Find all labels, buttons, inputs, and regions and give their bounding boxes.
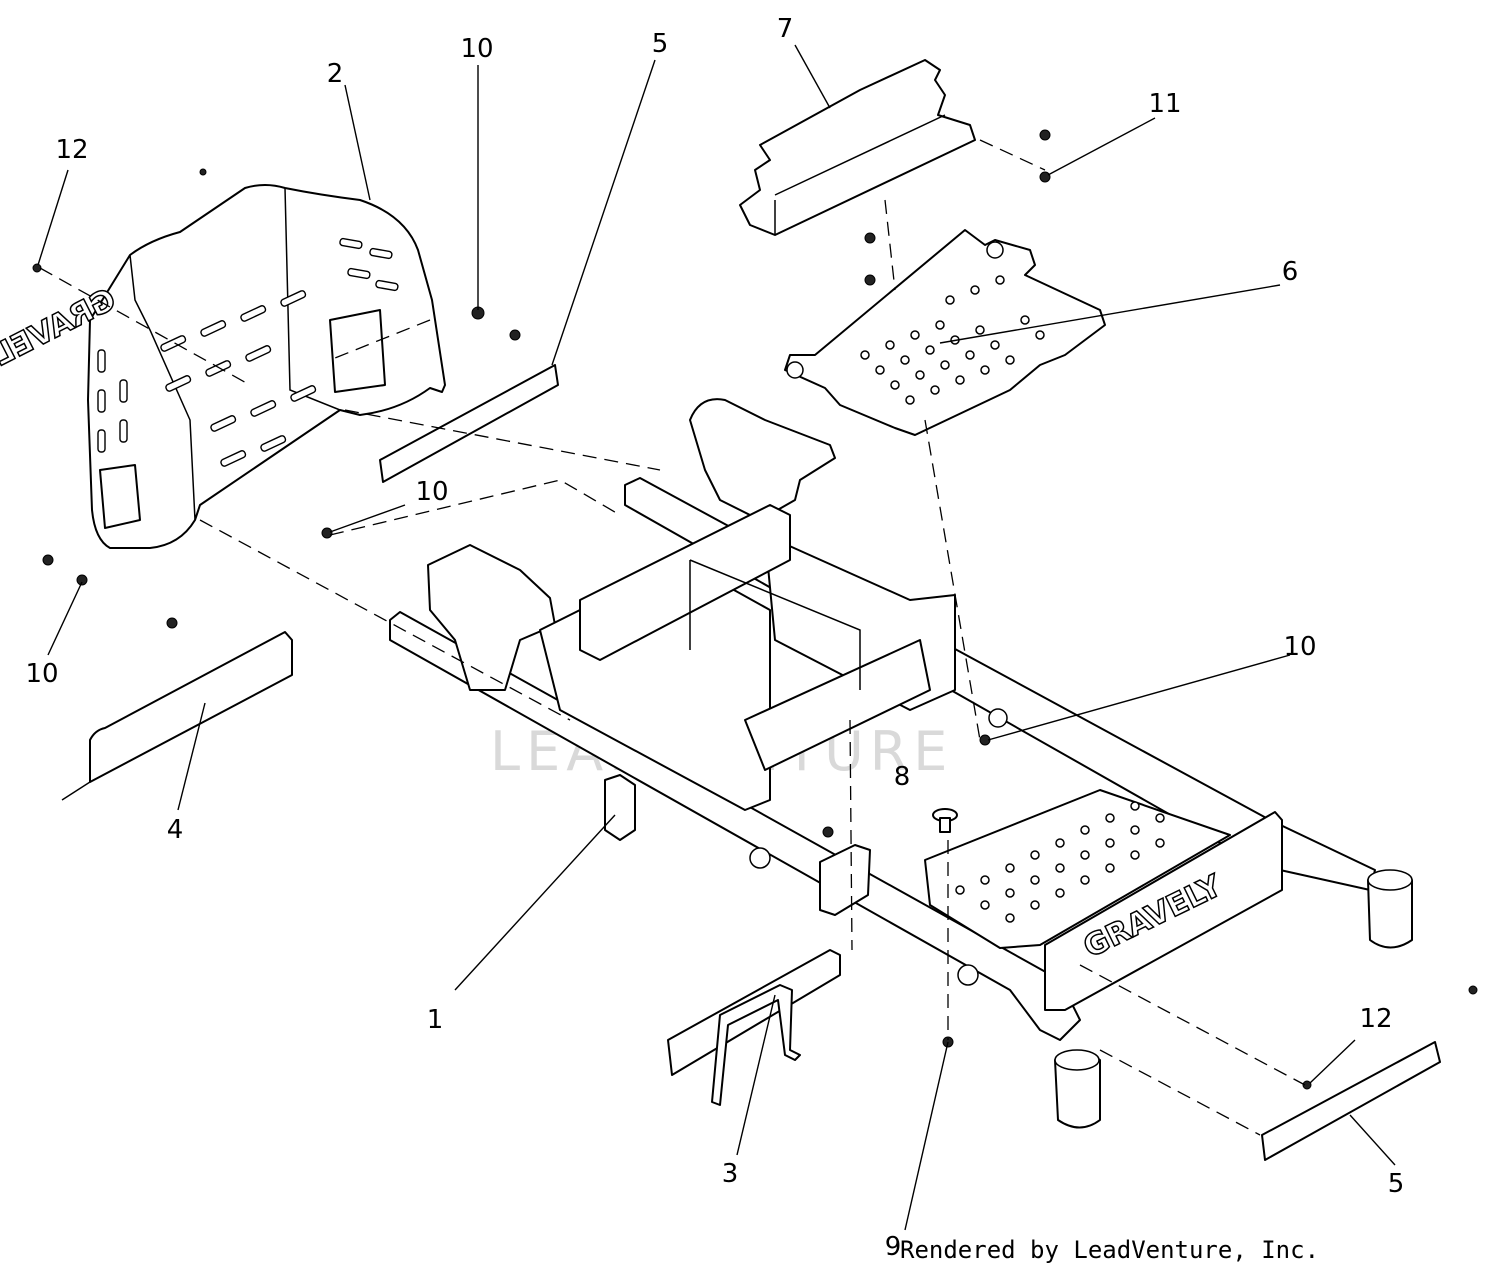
part-5-lower-strip <box>1261 1041 1441 1161</box>
leader-lines <box>37 44 1396 1231</box>
fasteners <box>32 129 1478 1090</box>
callout-5-lower: 5 <box>1388 1169 1405 1199</box>
part-6-floor-plate <box>784 229 1106 436</box>
callout-6: 6 <box>1282 257 1299 287</box>
callout-3: 3 <box>722 1159 739 1189</box>
callout-10-middle: 10 <box>415 477 448 507</box>
callout-10-top: 10 <box>460 34 493 64</box>
callout-5-upper: 5 <box>652 29 669 59</box>
callout-2: 2 <box>327 59 344 89</box>
part-5-upper-strip <box>379 364 559 483</box>
callout-10-left: 10 <box>25 659 58 689</box>
callout-7: 7 <box>777 14 794 44</box>
callout-11: 11 <box>1148 89 1181 119</box>
part-8-plug <box>932 808 958 833</box>
part-2-rear-shield: GRAVELY <box>0 184 446 549</box>
part-4-side-strip <box>89 631 293 783</box>
callout-labels: 1 2 3 4 5 5 6 7 8 9 10 10 10 10 11 12 12 <box>25 14 1404 1262</box>
assembly-lines <box>39 139 1306 1136</box>
part-3-bracket <box>667 949 841 1106</box>
callout-1: 1 <box>427 1005 444 1035</box>
part-1-main-frame: GRAVELY <box>389 398 1413 1129</box>
callout-12-bottom: 12 <box>1359 1004 1392 1034</box>
callout-8: 8 <box>894 762 911 792</box>
callout-10-right: 10 <box>1283 632 1316 662</box>
callout-12-top: 12 <box>55 135 88 165</box>
callout-4: 4 <box>167 815 184 845</box>
part-7-top-bracket <box>739 59 976 236</box>
render-credit: Rendered by LeadVenture, Inc. <box>900 1236 1320 1264</box>
callout-9: 9 <box>885 1232 902 1262</box>
